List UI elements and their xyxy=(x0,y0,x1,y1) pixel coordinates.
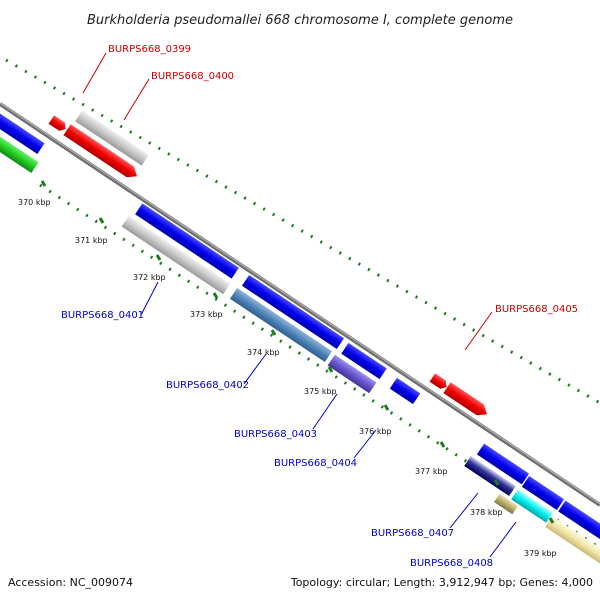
scale-tick-label: 372 kbp xyxy=(133,273,166,282)
scale-tick-label: 373 kbp xyxy=(190,310,223,319)
gene-label-text: BURPS668_0400 xyxy=(151,71,234,82)
map-title: Burkholderia pseudomallei 668 chromosome… xyxy=(87,13,513,28)
gene-forward-red-0405a[interactable] xyxy=(429,373,450,391)
gene-forward-red[interactable] xyxy=(63,124,140,181)
gene-forward-red-small[interactable] xyxy=(48,115,69,133)
gene-label-text: BURPS668_0404 xyxy=(274,458,357,469)
scale-tick-label: 371 kbp xyxy=(75,236,108,245)
gene-label-burps668-0400[interactable]: BURPS668_0400 xyxy=(123,71,234,121)
gene-reverse-steel-0402[interactable] xyxy=(229,287,333,363)
gene-forward-blue-left[interactable] xyxy=(0,109,45,155)
gene-label-burps668-0408[interactable]: BURPS668_0408 xyxy=(410,521,517,569)
scale-tick-378: 378 kbp xyxy=(470,479,503,517)
gene-label-burps668-0405[interactable]: BURPS668_0405 xyxy=(464,304,578,351)
scale-tick-372: 372 kbp xyxy=(133,254,166,282)
gene-reverse-cyan[interactable] xyxy=(511,489,553,523)
gene-reverse-navy-0407[interactable] xyxy=(464,456,516,496)
gene-label-burps668-0399[interactable]: BURPS668_0399 xyxy=(82,44,191,94)
gene-label-text: BURPS668_0399 xyxy=(108,44,191,55)
scale-tick-label: 378 kbp xyxy=(470,508,503,517)
gene-reverse-blue-0402[interactable] xyxy=(241,274,345,350)
gene-label-text: BURPS668_0401 xyxy=(61,310,144,321)
gene-label-text: BURPS668_0405 xyxy=(495,304,578,315)
gene-label-text: BURPS668_0403 xyxy=(234,429,317,440)
forward-outer-guide xyxy=(5,58,600,405)
gene-reverse-blue-0401[interactable] xyxy=(135,203,239,279)
scale-tick-374: 374 kbp xyxy=(247,329,280,357)
gene-forward-green[interactable] xyxy=(0,128,39,174)
scale-tick-370: 370 kbp xyxy=(18,180,51,207)
gene-label-burps668-0401[interactable]: BURPS668_0401 xyxy=(61,281,159,321)
gene-label-burps668-0407[interactable]: BURPS668_0407 xyxy=(371,492,479,539)
scale-tick-371: 371 kbp xyxy=(75,217,108,245)
reverse-inner-guide xyxy=(39,183,600,550)
gene-reverse-purple-0403[interactable] xyxy=(327,354,377,394)
gene-label-burps668-0402[interactable]: BURPS668_0402 xyxy=(166,353,267,391)
scale-tick-375: 375 kbp xyxy=(304,366,337,396)
scale-tick-label: 375 kbp xyxy=(304,387,337,396)
backbone-line xyxy=(0,102,600,507)
gene-forward-red-0405b[interactable] xyxy=(443,382,490,419)
gene-reverse-blue-0403[interactable] xyxy=(341,342,387,380)
gene-label-burps668-0403[interactable]: BURPS668_0403 xyxy=(234,393,338,440)
scale-tick-373: 373 kbp xyxy=(190,292,223,319)
gene-reverse-blue-mid[interactable] xyxy=(521,475,565,511)
gene-reverse-blue-0406[interactable] xyxy=(476,443,530,485)
scale-tick-label: 379 kbp xyxy=(524,549,557,558)
gene-forward-gray[interactable] xyxy=(75,110,149,166)
gene-label-text: BURPS668_0408 xyxy=(410,558,493,569)
scale-tick-label: 370 kbp xyxy=(18,198,51,207)
gene-reverse-cream[interactable] xyxy=(545,516,600,566)
gene-reverse-blue-0404[interactable] xyxy=(389,377,421,405)
scale-tick-label: 377 kbp xyxy=(415,467,448,476)
scale-tick-label: 374 kbp xyxy=(247,348,280,357)
gene-label-burps668-0404[interactable]: BURPS668_0404 xyxy=(274,429,377,469)
gene-label-text: BURPS668_0402 xyxy=(166,380,249,391)
scale-tick-379: 379 kbp xyxy=(524,517,557,558)
genome-stats-text: Topology: circular; Length: 3,912,947 bp… xyxy=(290,576,593,589)
gene-reverse-olive-0408[interactable] xyxy=(494,493,518,515)
gene-reverse-gray-0401[interactable] xyxy=(121,215,231,295)
scale-tick-377: 377 kbp xyxy=(415,441,448,476)
gene-label-text: BURPS668_0407 xyxy=(371,528,454,539)
accession-text: Accession: NC_009074 xyxy=(8,576,133,589)
